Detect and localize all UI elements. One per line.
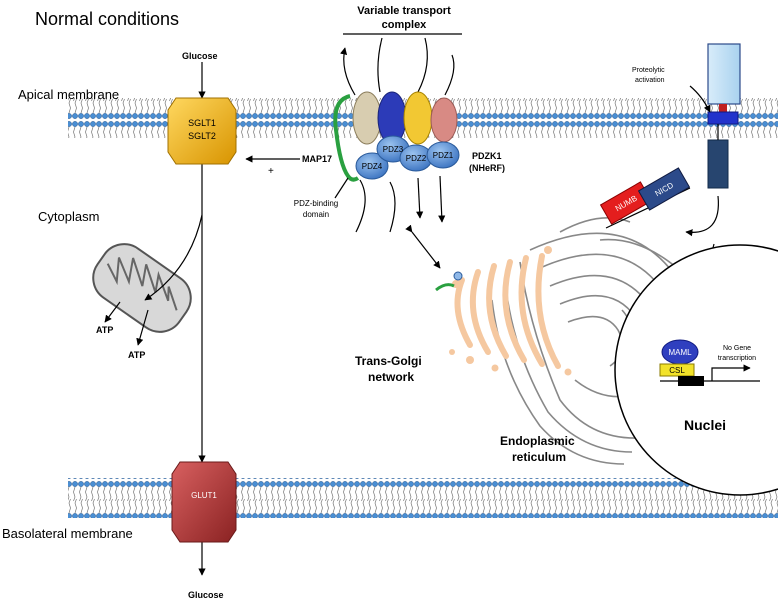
no-gene-label-1: No Gene: [723, 345, 751, 352]
notch-receptor-body: [707, 139, 729, 189]
pdz1-domain: [426, 141, 460, 169]
proteolytic-label-1: Proteolytic: [632, 67, 665, 74]
er-label-2: reticulum: [512, 450, 566, 464]
transcription-arrow: [711, 364, 751, 381]
pdzk1-label-1: PDZK1: [472, 151, 502, 161]
transporter-rose: [430, 97, 458, 143]
atp-label-2: ATP: [128, 350, 145, 360]
transport-down-arrow-1: [416, 177, 424, 219]
transport-line-1: [340, 47, 356, 96]
basolateral-membrane-label: Basolateral membrane: [2, 526, 133, 541]
sglt2-label: SGLT2: [188, 131, 216, 141]
nicd-block: [637, 167, 691, 211]
glut1-transporter: [171, 461, 237, 543]
trans-golgi-network: [454, 253, 561, 369]
pdz-binding-tail: [333, 94, 360, 182]
pdz-binding-label-1: PDZ-binding: [294, 199, 338, 208]
glut1-label: GLUT1: [191, 491, 217, 500]
er-label-1: Endoplasmic: [500, 434, 575, 448]
mitochondrion: [92, 243, 192, 333]
trans-golgi-label-2: network: [368, 370, 414, 384]
proteolytic-label-2: activation: [635, 77, 665, 84]
apical-membrane-label: Apical membrane: [18, 87, 119, 102]
golgi-blue-vesicle: [453, 271, 463, 281]
cytoplasm-label: Cytoplasm: [38, 209, 99, 224]
nucleus: [614, 244, 778, 496]
plus-sign: +: [268, 166, 274, 177]
notch-ligand-box: [707, 43, 741, 105]
transport-complex-title-1: Variable transport: [357, 5, 451, 17]
sglt1-label: SGLT1: [188, 118, 216, 128]
pdz3-label: PDZ3: [383, 145, 404, 154]
transport-line-4: [444, 54, 455, 96]
csl-protein: [659, 363, 695, 377]
no-gene-label-2: transcription: [718, 355, 756, 362]
transport-complex-title-2: complex: [382, 19, 428, 31]
glucose-bottom-label: Glucose: [188, 590, 224, 600]
notch-cleavage-stub: [719, 104, 727, 114]
pdz-binding-pointer: [334, 177, 349, 199]
pdz4-label: PDZ4: [362, 162, 383, 171]
transporter-yellow: [403, 91, 433, 145]
trans-golgi-label-1: Trans-Golgi: [355, 354, 422, 368]
nicd-release-arrow: [685, 195, 719, 237]
glucose-to-mito-arrow: [144, 214, 203, 301]
transport-line-3: [417, 37, 428, 93]
nuclei-label: Nuclei: [684, 417, 726, 433]
atp-arrow-2: [136, 309, 149, 346]
transport-line-6: [389, 181, 396, 233]
notch-cleavage-site: [707, 111, 739, 125]
atp-label-1: ATP: [96, 325, 113, 335]
diagram-title: Normal conditions: [35, 9, 179, 29]
map17-label: MAP17: [302, 154, 332, 164]
maml-label: MAML: [668, 348, 692, 357]
pdz2-label: PDZ2: [406, 154, 427, 163]
pdz4-domain: [355, 152, 389, 180]
transport-line-2: [377, 37, 383, 93]
pdz1-label: PDZ1: [433, 151, 454, 160]
glucose-top-label: Glucose: [182, 51, 218, 61]
pdz-binding-label-2: domain: [303, 210, 329, 219]
csl-label: CSL: [669, 366, 685, 375]
atp-arrow-1: [104, 301, 121, 323]
proteolytic-pointer: [689, 85, 711, 113]
transport-down-arrow-2: [438, 175, 446, 223]
pdzk1-label-2: (NHeRF): [469, 163, 505, 173]
golgi-exchange-arrow: [405, 224, 441, 269]
transport-line-5: [355, 179, 366, 233]
sglt-transporter: [167, 97, 237, 165]
golgi-green-tag: [435, 283, 455, 292]
transporter-beige: [352, 91, 382, 145]
